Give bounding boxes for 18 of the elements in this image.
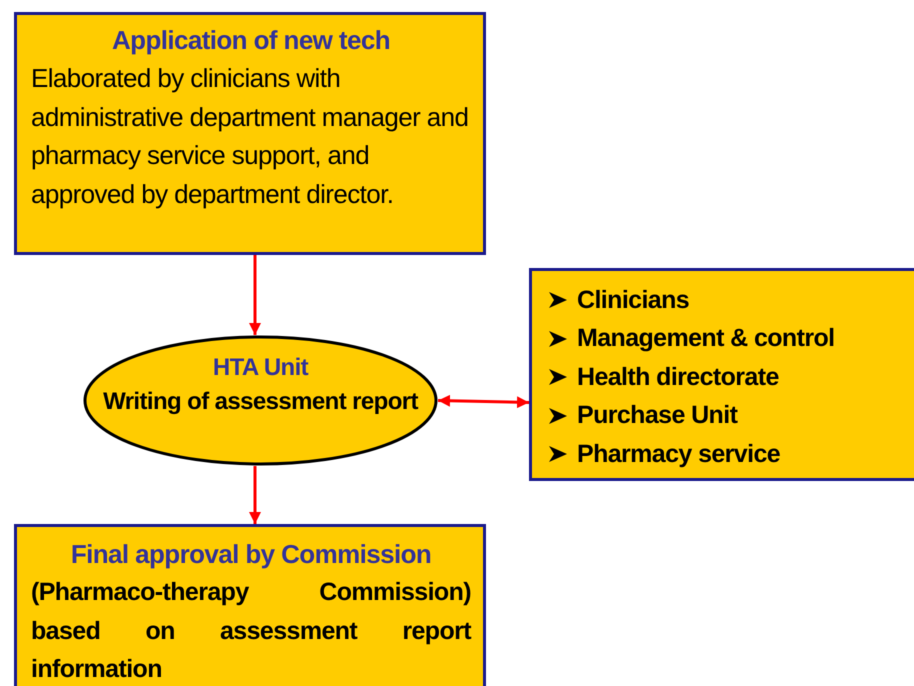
process-box	[14, 524, 486, 686]
node-heading: Application of new tech	[111, 24, 391, 57]
arrow	[249, 255, 261, 335]
node-heading: HTA Unit	[212, 353, 310, 383]
list-item: Management & control	[577, 324, 834, 354]
node-heading: Final approval by Commission	[70, 538, 432, 571]
stakeholder-list-box	[529, 268, 914, 481]
node-text: Writing of assessment report	[103, 387, 418, 417]
process-ellipse	[83, 335, 438, 466]
node-text: Elaborated by clinicians with administrative department manager and pharmacy service support, and approved by department director.	[31, 62, 470, 210]
list-item: Pharmacy service	[577, 440, 780, 469]
list-item: Health directorate	[577, 362, 779, 392]
arrow	[249, 466, 261, 524]
list-item: Purchase Unit	[577, 401, 738, 430]
arrow	[438, 394, 530, 408]
list-item: Clinicians	[577, 286, 690, 315]
process-box	[14, 12, 486, 255]
node-text: (Pharmaco-therapy Commission) based on assessment report information	[31, 577, 471, 685]
